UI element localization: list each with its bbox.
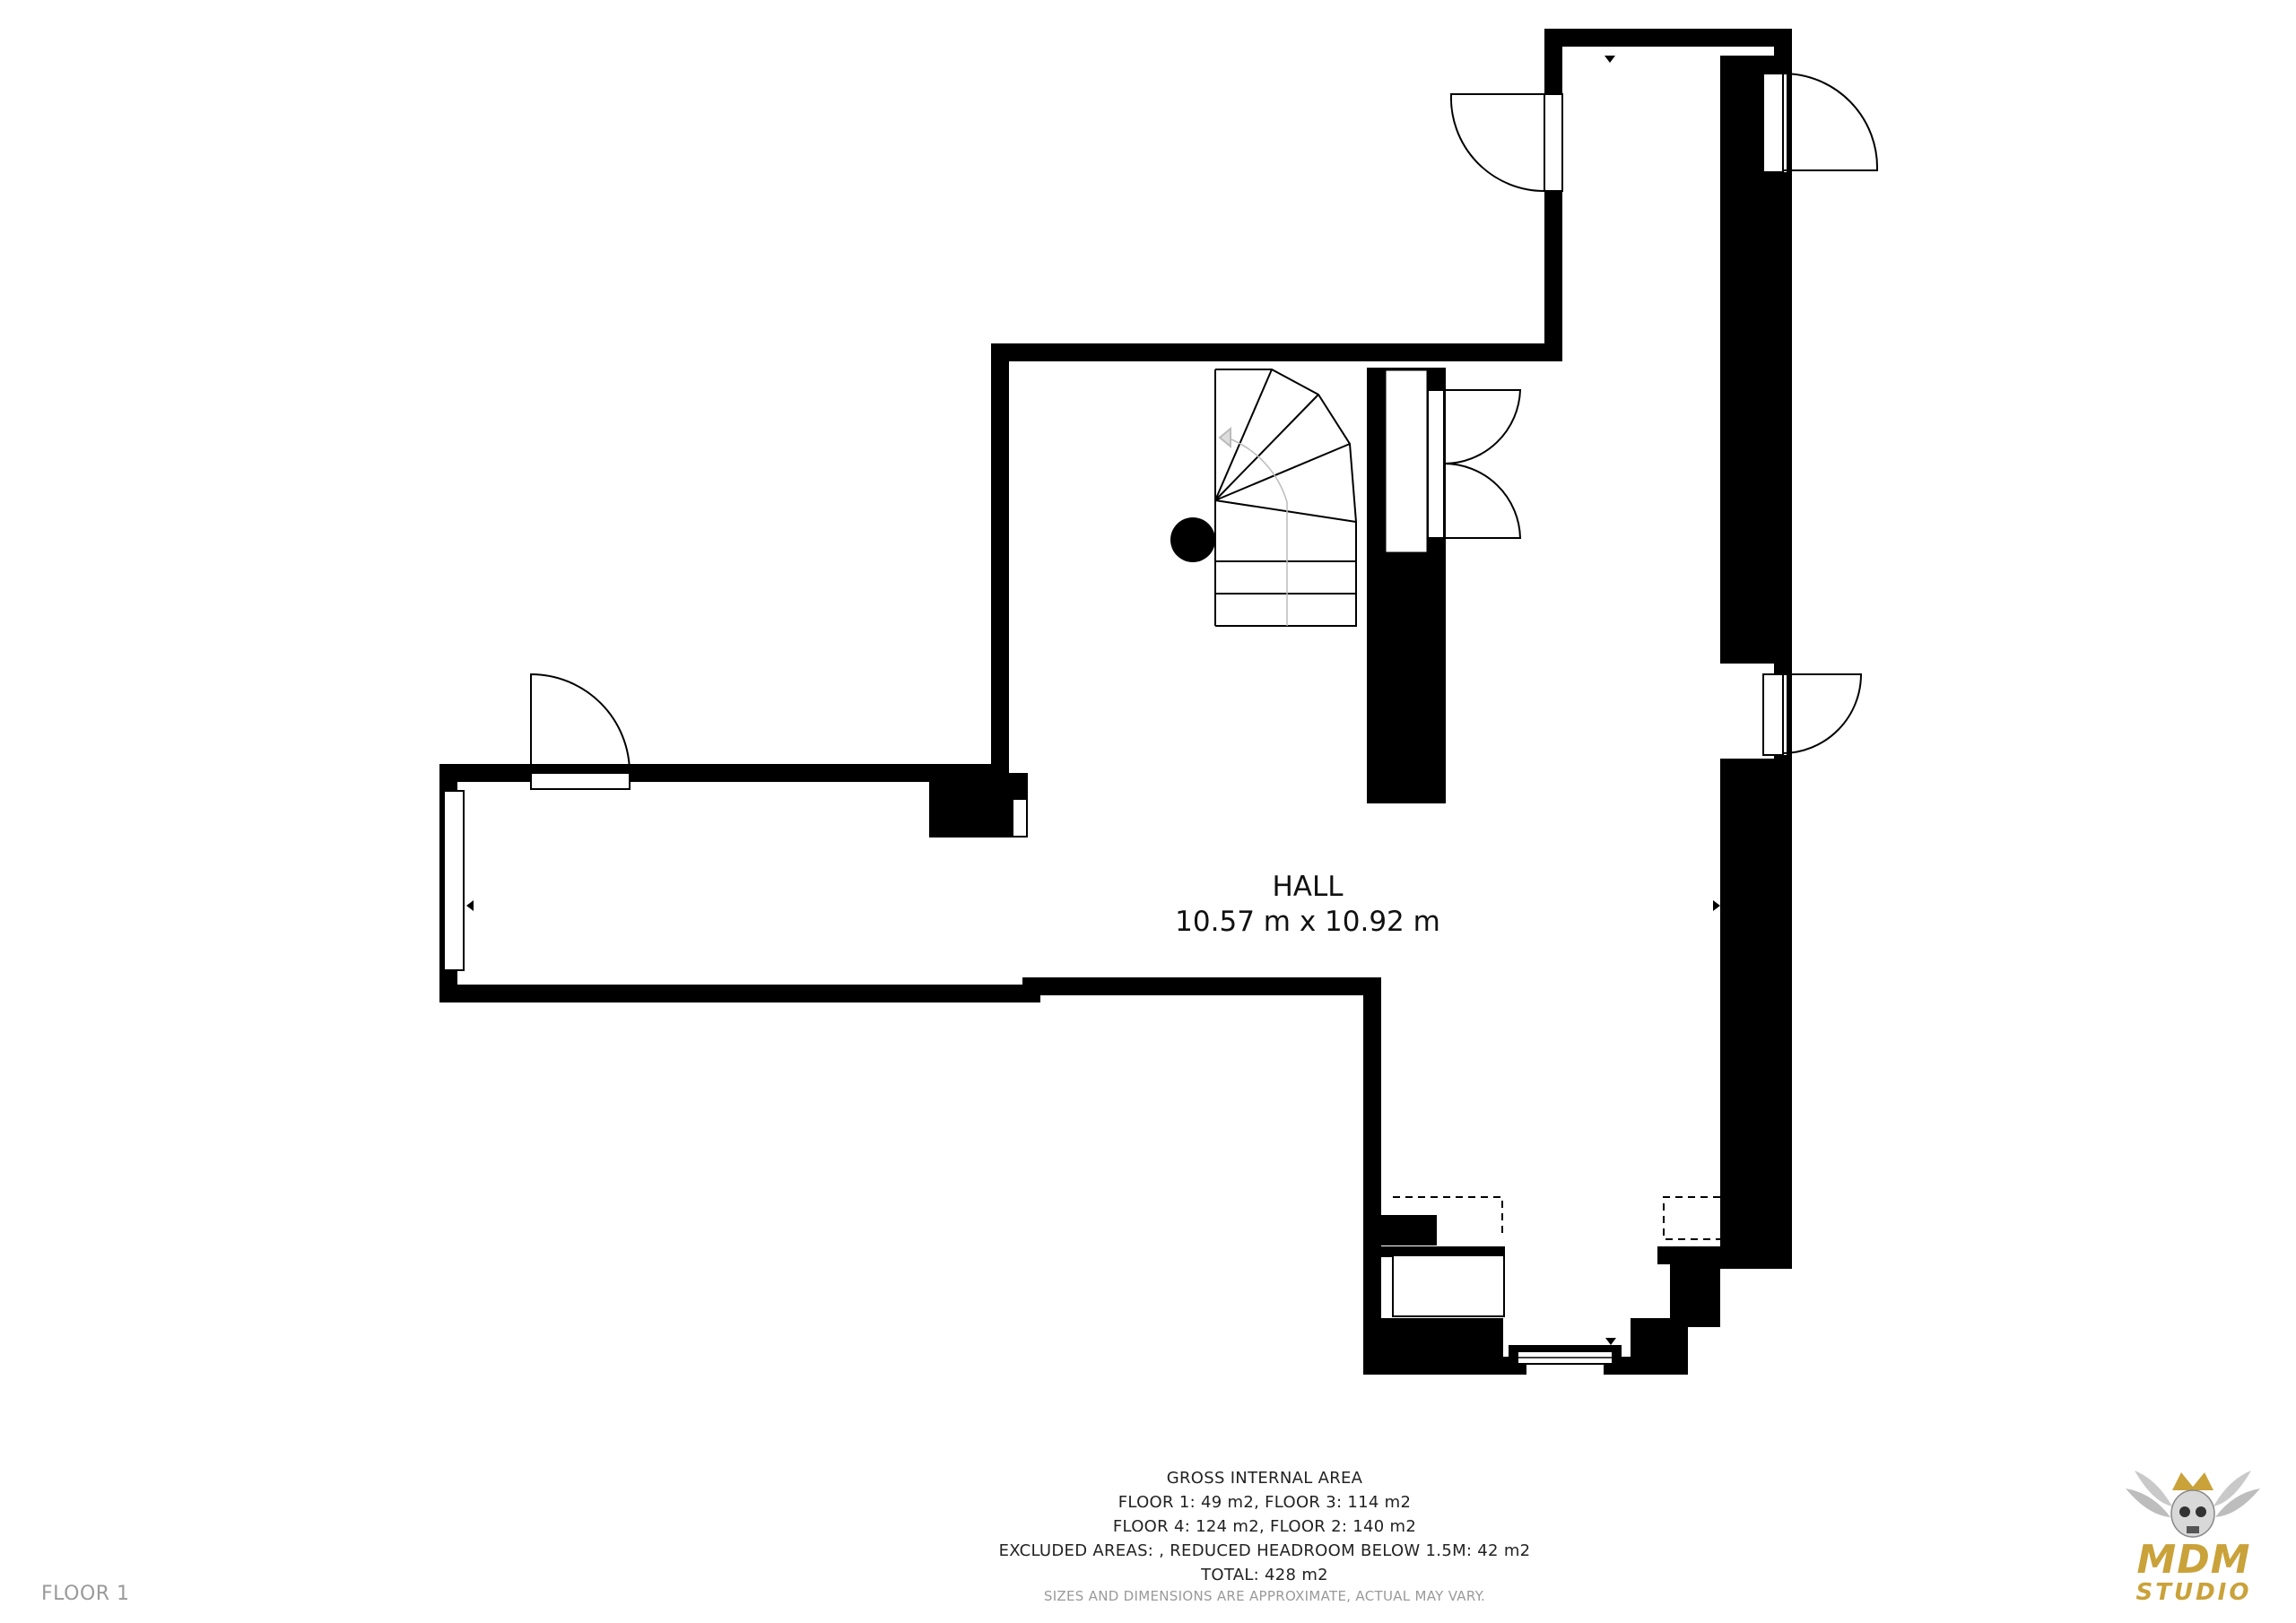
- wall-nib: [1013, 800, 1026, 836]
- area-line: FLOOR 4: 124 m2, FLOOR 2: 140 m2: [1112, 1517, 1417, 1536]
- area-line: EXCLUDED AREAS: , REDUCED HEADROOM BELOW…: [998, 1541, 1531, 1560]
- area-line: FLOOR 1: 49 m2, FLOOR 3: 114 m2: [1118, 1493, 1412, 1512]
- opening-arrow: [1713, 900, 1720, 911]
- opening-arrow: [1605, 56, 1615, 63]
- wall-gap: [1783, 74, 1787, 172]
- gross-area-summary: GROSS INTERNAL AREA FLOOR 1: 49 m2, FLOO…: [789, 1466, 1740, 1604]
- room-name: HALL: [1272, 871, 1344, 903]
- window: [443, 790, 465, 971]
- wall-nib: [929, 773, 1028, 838]
- logo-line-2: STUDIO: [2135, 1579, 2252, 1606]
- wall-block: [1631, 1318, 1679, 1358]
- partition-cupboard: [1383, 368, 1430, 555]
- door-swing: [1443, 389, 1522, 464]
- door-frame: [1544, 93, 1563, 192]
- staircase: [1214, 369, 1357, 627]
- wall-block: [1381, 1318, 1503, 1358]
- logo-line-1: MDM: [2136, 1537, 2251, 1583]
- room-dimensions: 10.57 m x 10.92 m: [1175, 906, 1440, 938]
- door-frame: [1762, 73, 1784, 173]
- door-swing: [1782, 73, 1879, 171]
- area-heading: GROSS INTERNAL AREA: [1166, 1469, 1363, 1488]
- door-swing: [1782, 673, 1863, 754]
- dashed-unit: [1663, 1196, 1720, 1240]
- entry-arrow: [1605, 1338, 1616, 1345]
- wall-block: [1381, 1215, 1437, 1245]
- door-swing: [1449, 93, 1545, 192]
- door-swing: [530, 673, 631, 774]
- disclaimer: SIZES AND DIMENSIONS ARE APPROXIMATE, AC…: [1043, 1588, 1486, 1604]
- opening-arrow: [466, 900, 474, 911]
- newel-post: [1170, 517, 1215, 562]
- floor-label: FLOOR 1: [41, 1583, 130, 1605]
- door-swing: [1443, 463, 1522, 539]
- cupboard: [1392, 1254, 1505, 1317]
- wall-block: [1679, 1246, 1720, 1327]
- area-total: TOTAL: 428 m2: [1201, 1566, 1328, 1584]
- door-frame: [530, 772, 631, 790]
- thick-wall: [1720, 56, 1774, 72]
- exterior-walls: [439, 29, 1792, 1375]
- thick-wall: [1720, 759, 1785, 1261]
- logo-wordmark: MDM STUDIO: [2113, 1537, 2274, 1606]
- door-frame: [1427, 389, 1445, 539]
- door-frame: [1762, 673, 1784, 756]
- wall-gap: [1783, 674, 1787, 755]
- logo-skull-icon: [2126, 1471, 2260, 1538]
